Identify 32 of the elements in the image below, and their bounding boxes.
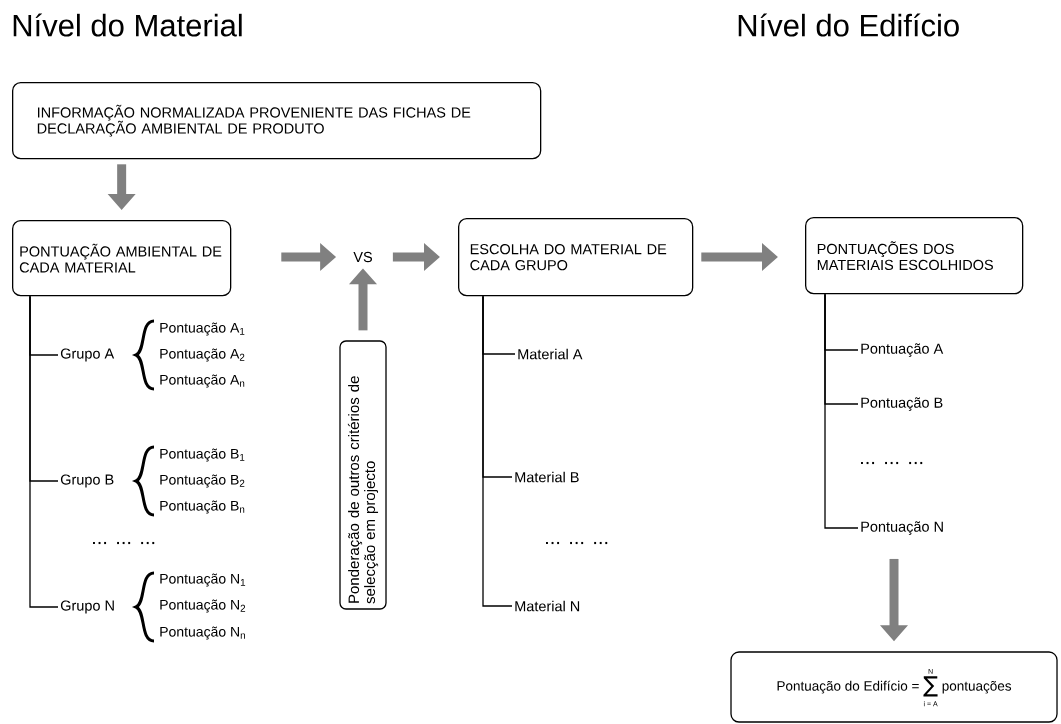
process-box: PONTUAÇÕES DOS MATERIAIS ESCOLHIDOS <box>805 217 1024 295</box>
score-item: Pontuação B$_{1}$ <box>160 448 245 462</box>
material-label: Material N <box>515 600 580 612</box>
group-label: Grupo A <box>60 348 115 362</box>
score-item: Pontuação N$_{n}$ <box>160 626 245 640</box>
process-box: PONTUAÇÃO AMBIENTAL DE CADA MATERIAL <box>12 220 232 297</box>
process-box: INFORMAÇÃO NORMALIZADA PROVENIENTE DAS FICHAS DE DECLARAÇÃO AMBIENTAL DE PRODUTO <box>12 82 542 160</box>
score-item: Pontuação A$_{2}$ <box>160 348 245 362</box>
score-label: Pontuação A <box>861 343 944 357</box>
criteria-box: Ponderação de outros critérios de selecção em projecto <box>339 340 387 610</box>
score-item: Pontuação B$_{2}$ <box>160 474 245 488</box>
score-item: Pontuação B$_{n}$ <box>160 500 245 514</box>
comparison-label: VS <box>353 251 372 263</box>
ellipsis: ... ... ... <box>861 461 923 465</box>
score-label: Pontuação B <box>861 397 943 411</box>
score-item: Pontuação A$_{n}$ <box>160 374 245 388</box>
material-label: Material A <box>518 348 583 360</box>
section-title: Nível do Edifício <box>738 13 959 37</box>
connector-line <box>29 295 59 608</box>
section-title: Nível do Material <box>13 13 242 37</box>
material-label: Material B <box>515 471 579 483</box>
score-item: Pontuação N$_{1}$ <box>160 573 246 587</box>
connector-line <box>824 293 859 529</box>
score-label: Pontuação N <box>861 521 943 535</box>
process-box: ESCOLHA DO MATERIAL DE CADA GRUPO <box>458 218 694 297</box>
connector-line <box>482 295 513 607</box>
score-item: Pontuação N$_{2}$ <box>160 599 246 613</box>
group-label: Grupo B <box>60 474 114 488</box>
ellipsis: ... ... ... <box>546 541 608 545</box>
score-item: Pontuação A$_{1}$ <box>160 322 245 336</box>
ellipsis: ... ... ... <box>93 541 155 545</box>
group-label: Grupo N <box>60 600 114 614</box>
